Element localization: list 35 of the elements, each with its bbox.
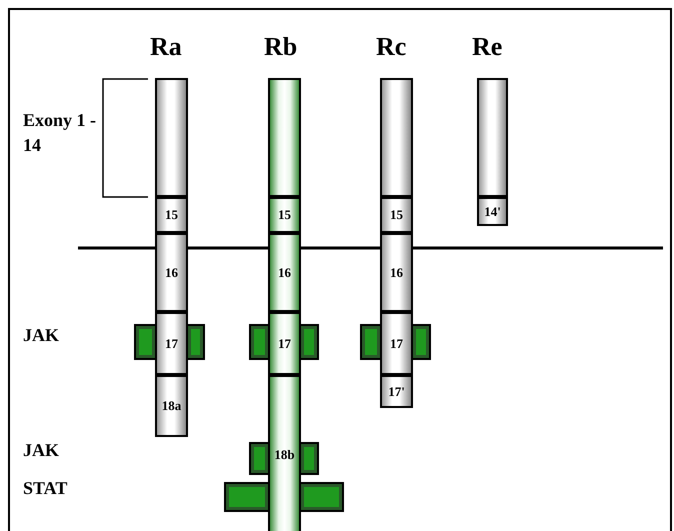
- receptor-label: Ra: [150, 32, 182, 62]
- domain-label: STAT: [23, 478, 68, 499]
- exon-segment: 15: [380, 197, 413, 233]
- domain-block: [411, 324, 431, 360]
- exon-segment: 18b: [268, 375, 301, 531]
- domain-label: JAK: [23, 325, 59, 346]
- exon-segment: 17: [268, 312, 301, 375]
- exon-segment: 17': [380, 375, 413, 408]
- domain-block: [249, 442, 270, 475]
- domain-block: [299, 482, 344, 512]
- domain-block: [299, 324, 319, 360]
- exon-bar: [155, 78, 188, 197]
- exon-segment: 16: [155, 233, 188, 312]
- exon-segment: 16: [268, 233, 301, 312]
- exon-segment: 14': [477, 197, 508, 226]
- domain-block: [249, 324, 270, 360]
- exon-bar: [268, 78, 301, 197]
- exon-segment: 15: [268, 197, 301, 233]
- receptor-label: Rb: [264, 32, 298, 62]
- exon-range-label: Exony 1 - 14: [23, 109, 98, 158]
- exon-bar: [477, 78, 508, 197]
- receptor-label: Rc: [376, 32, 406, 62]
- exon-segment: 18a: [155, 375, 188, 437]
- exon-segment: 16: [380, 233, 413, 312]
- exon-segment: 17: [155, 312, 188, 375]
- domain-block: [224, 482, 270, 512]
- domain-block: [360, 324, 382, 360]
- domain-block: [186, 324, 205, 360]
- exon-segment: 17: [380, 312, 413, 375]
- exon-bar: [380, 78, 413, 197]
- domain-block: [134, 324, 157, 360]
- receptor-label: Re: [472, 32, 502, 62]
- domain-label: JAK: [23, 440, 59, 461]
- exon-segment: 15: [155, 197, 188, 233]
- domain-block: [299, 442, 319, 475]
